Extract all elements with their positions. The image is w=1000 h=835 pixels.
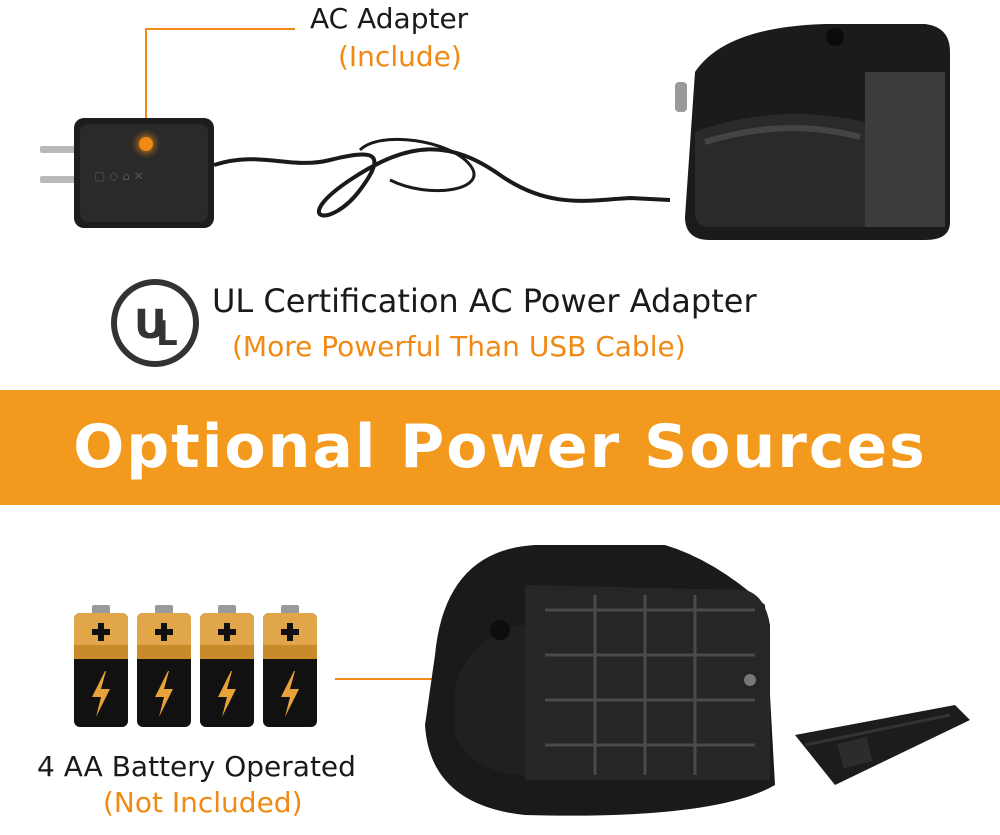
ul-logo-icon: U L [111,279,199,367]
battery-icon [137,605,191,727]
certification-title: UL Certification AC Power Adapter [212,282,757,320]
banner-title: Optional Power Sources [73,412,927,482]
certification-note: (More Powerful Than USB Cable) [232,330,686,363]
adapter-marker-dot [139,137,153,151]
battery-compartment-image [425,545,970,816]
battery-title: 4 AA Battery Operated [37,750,356,783]
ac-adapter-image: ▢ ◇ ⌂ ✕ [40,118,671,228]
svg-text:▢ ◇ ⌂ ✕: ▢ ◇ ⌂ ✕ [94,169,144,183]
adapter-leader-horizontal [145,28,295,30]
battery-icon [74,605,128,727]
svg-text:U: U [134,302,166,348]
battery-icon [263,605,317,727]
adapter-note: (Include) [338,40,462,73]
adapter-title: AC Adapter [310,2,469,35]
section-banner [0,390,1000,505]
battery-note: (Not Included) [103,786,303,819]
sharpener-image [675,24,950,240]
adapter-leader-vertical [145,28,147,140]
svg-text:L: L [156,314,178,354]
battery-icon [200,605,254,727]
